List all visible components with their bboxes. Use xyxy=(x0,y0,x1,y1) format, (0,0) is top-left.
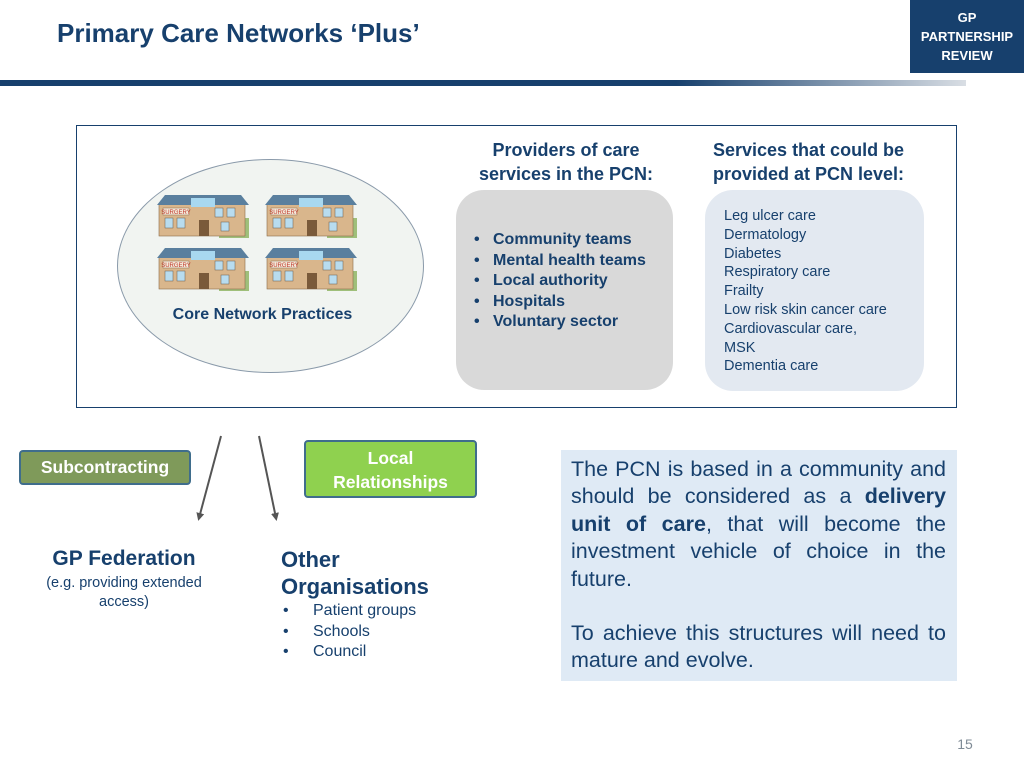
surgery-building-icon: SURGERY xyxy=(157,248,249,291)
pcn-diagram-frame xyxy=(76,125,957,408)
other-organisations-title-line: Other xyxy=(281,547,340,572)
pcn-statement-paragraph: The PCN is based in a community and shou… xyxy=(571,456,946,593)
badge-line: PARTNERSHIP xyxy=(920,29,1014,44)
services-heading-line: Services that could be xyxy=(713,140,905,160)
arrow-to-other-organisations xyxy=(258,435,279,521)
other-organisations-title-line: Organisations xyxy=(281,574,429,599)
surgery-sign: SURGERY xyxy=(269,263,299,269)
page-title: Primary Care Networks ‘Plus’ xyxy=(57,18,420,48)
other-organisations-title: Other Organisations xyxy=(281,546,481,600)
pcn-statement-box xyxy=(561,450,957,681)
list-item: Respiratory care xyxy=(724,264,831,281)
services-heading: Services that could be provided at PCN l… xyxy=(713,138,943,186)
page-number: 15 xyxy=(957,736,973,752)
core-network-label: Core Network Practices xyxy=(172,306,353,323)
pcn-text-part: , that will become the investment vehicl… xyxy=(571,511,946,591)
pcn-statement-paragraph: To achieve this structures will need to … xyxy=(571,621,946,673)
list-item: Dermatology xyxy=(724,226,807,243)
services-box xyxy=(705,190,924,391)
local-relationships-line: Relationships xyxy=(333,472,448,492)
list-item: Voluntary sector xyxy=(474,312,664,333)
services-heading-line: provided at PCN level: xyxy=(713,164,905,184)
list-item: Dementia care xyxy=(724,358,819,375)
list-item: Schools xyxy=(281,622,481,643)
list-item: Frailty xyxy=(724,283,764,300)
surgery-sign: SURGERY xyxy=(269,210,299,216)
badge-line: REVIEW xyxy=(941,48,993,63)
gp-partnership-review-badge: GP PARTNERSHIP REVIEW xyxy=(910,0,1024,73)
pcn-statement: The PCN is based in a community and shou… xyxy=(571,456,946,675)
list-item: Diabetes xyxy=(724,245,782,262)
surgery-building-icon: SURGERY xyxy=(265,195,357,238)
providers-list: Community teams Mental health teams Loca… xyxy=(474,230,664,333)
list-item: Local authority xyxy=(474,271,664,292)
surgery-sign: SURGERY xyxy=(161,263,191,269)
list-item: Patient groups xyxy=(281,601,481,622)
list-item: Mental health teams xyxy=(474,251,664,272)
providers-heading-line: Providers of care xyxy=(492,140,640,160)
local-relationships-line: Local xyxy=(367,448,414,468)
surgery-sign: SURGERY xyxy=(161,210,191,216)
local-relationships-tag: Local Relationships xyxy=(304,440,477,498)
providers-heading-line: services in the PCN: xyxy=(478,164,654,184)
header-divider xyxy=(0,80,966,86)
surgery-building-icon: SURGERY xyxy=(265,248,357,291)
pcn-text-emphasis: delivery unit of care xyxy=(571,484,946,536)
pcn-text-part: The PCN is based in a community and shou… xyxy=(571,457,946,509)
list-item: MSK xyxy=(724,339,756,356)
list-item: Low risk skin cancer care xyxy=(724,301,887,318)
gp-federation-subtitle: (e.g. providing extended access) xyxy=(46,575,202,610)
list-item: Cardiovascular care, xyxy=(724,320,857,337)
subcontracting-tag: Subcontracting xyxy=(19,450,191,485)
gp-federation-title: GP Federation xyxy=(52,547,196,570)
services-list: Leg ulcer care Dermatology Diabetes Resp… xyxy=(724,207,922,376)
list-item: Leg ulcer care xyxy=(724,208,816,224)
other-organisations-list: Patient groups Schools Council xyxy=(281,601,481,663)
list-item: Council xyxy=(281,642,481,663)
list-item: Community teams xyxy=(474,230,664,251)
badge-line: GP xyxy=(957,10,977,25)
list-item: Hospitals xyxy=(474,292,664,313)
surgery-building-icon: SURGERY xyxy=(157,195,249,238)
arrow-to-gp-federation xyxy=(196,435,222,521)
arrows-connector xyxy=(196,435,279,521)
providers-heading: Providers of care services in the PCN: xyxy=(462,138,670,186)
